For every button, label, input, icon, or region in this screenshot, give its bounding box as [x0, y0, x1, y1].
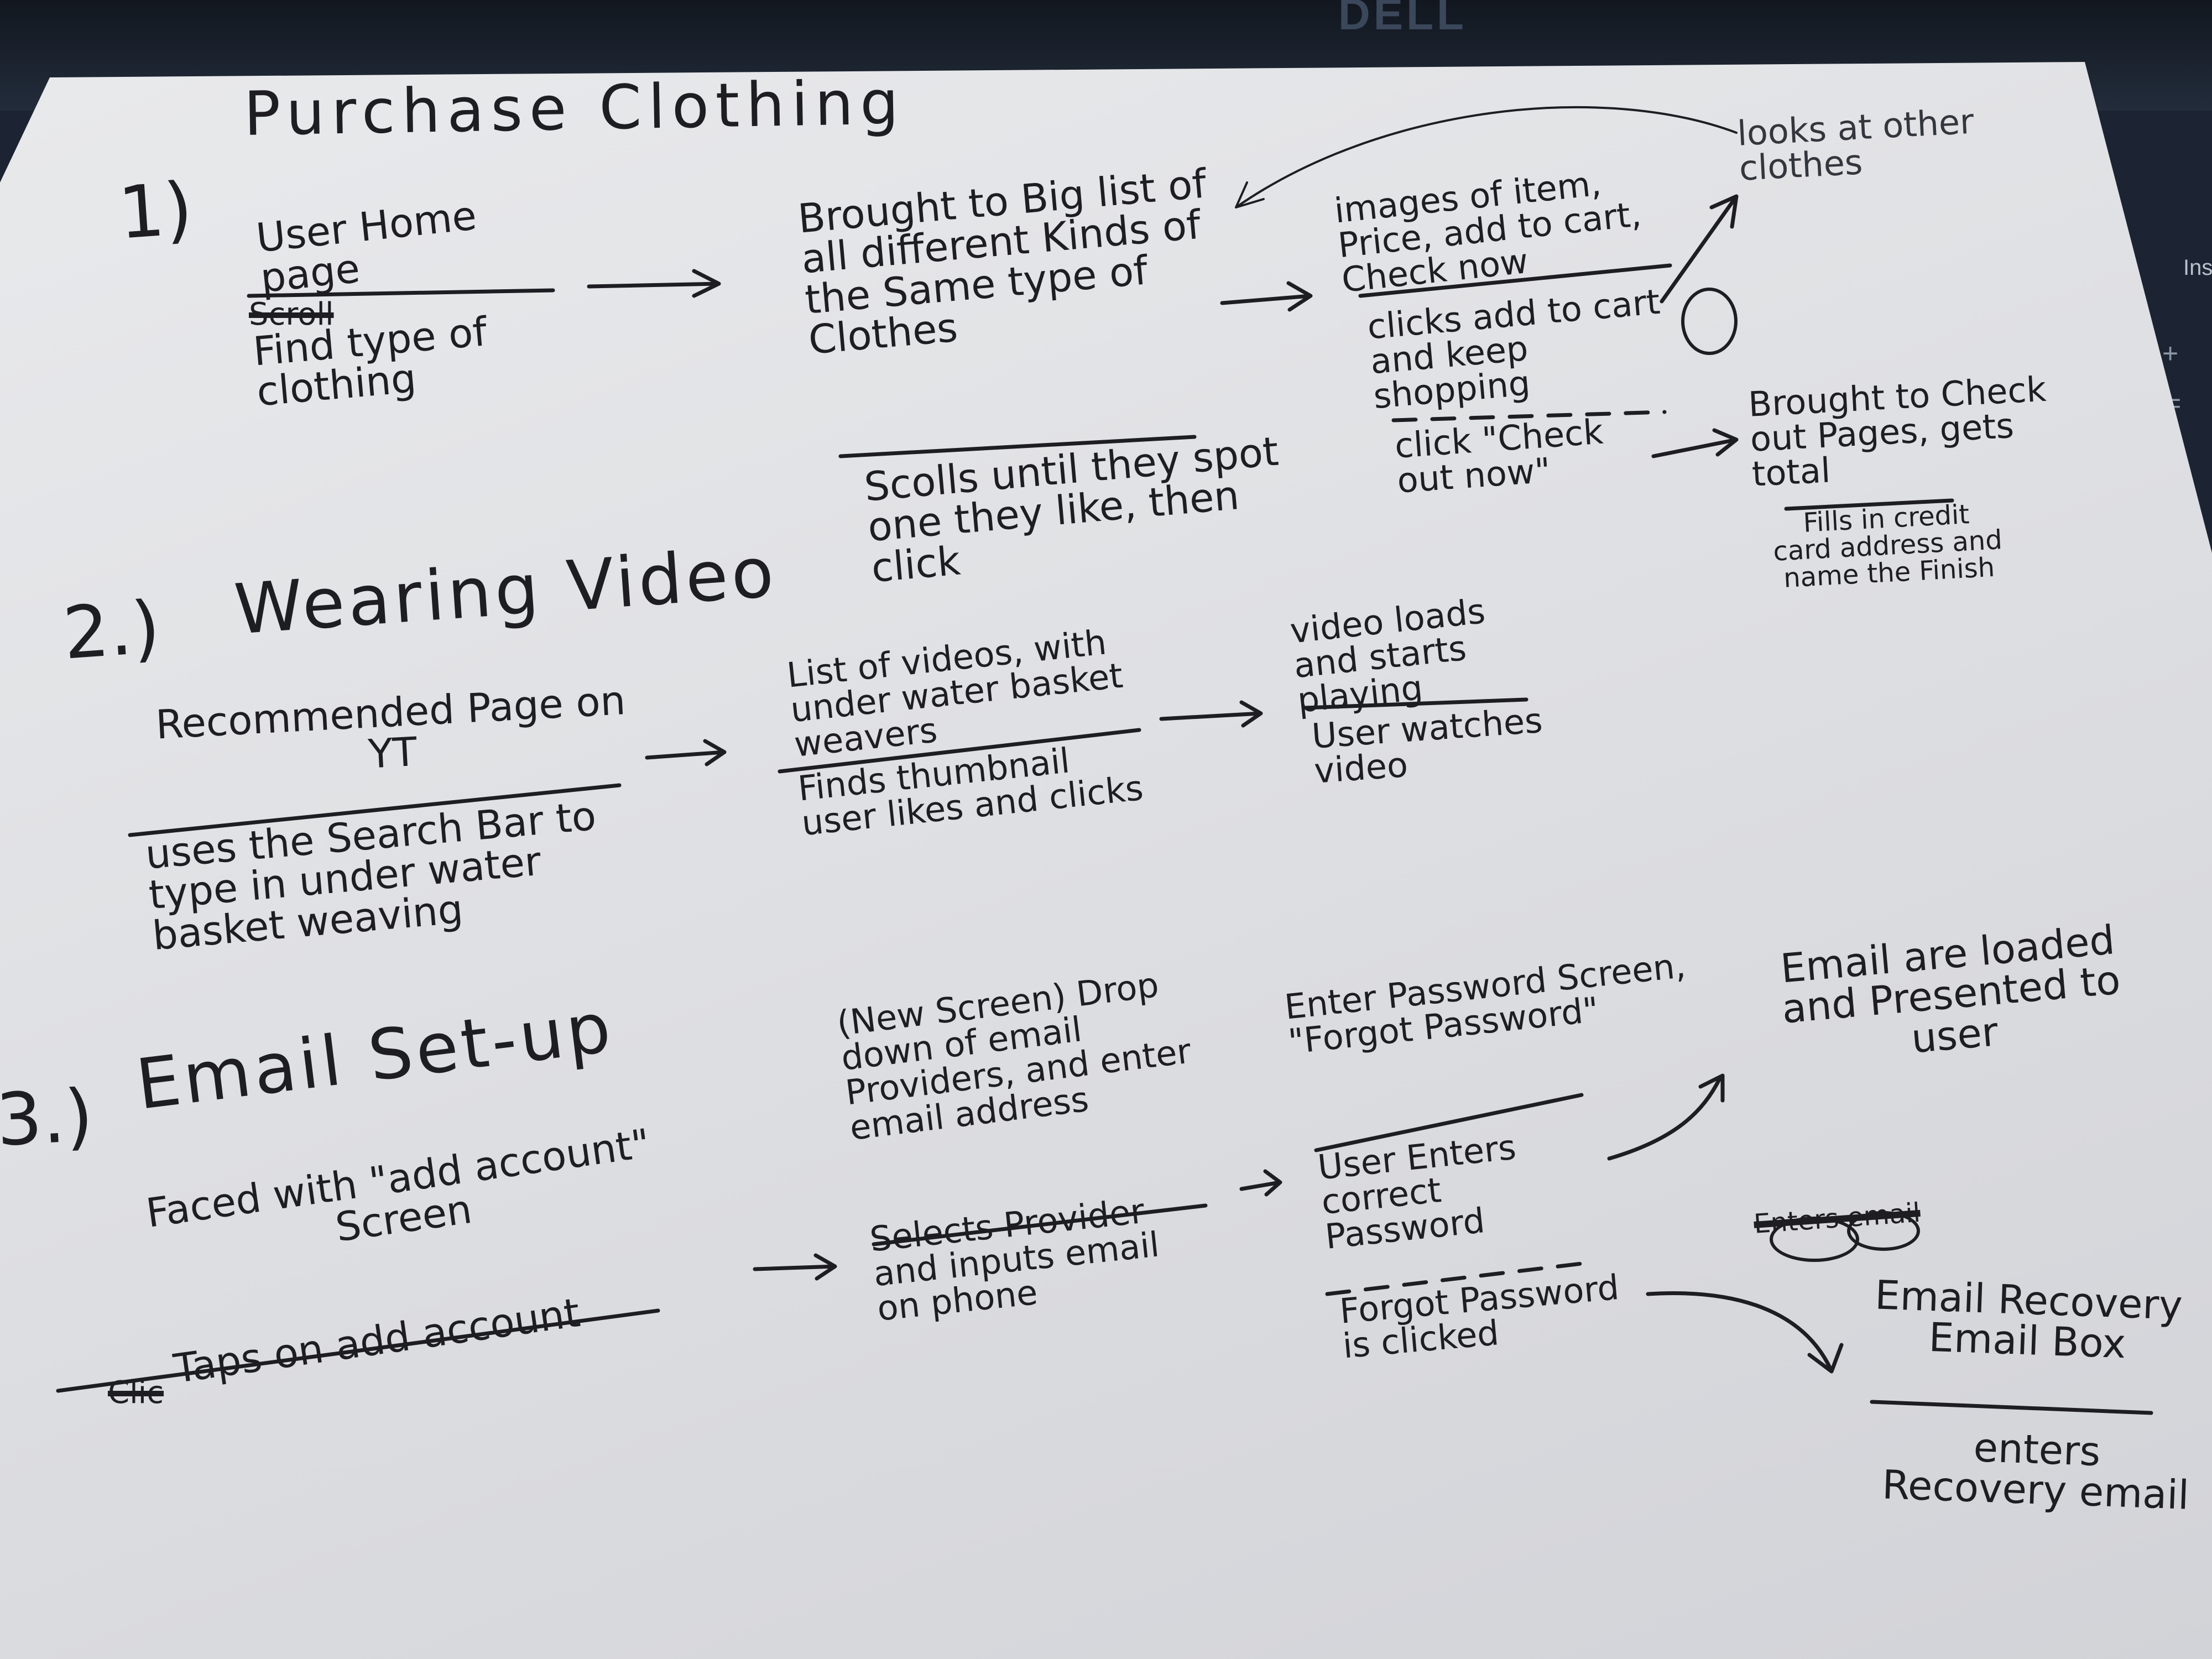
- scribble-mark: [1770, 1217, 1859, 1262]
- page-title: Purchase Clothing: [243, 67, 906, 149]
- laptop-brand-logo: DELL: [1338, 0, 1467, 39]
- flow-3-step-1-crossed-out: Clic: [108, 1375, 164, 1411]
- divider-line: [128, 783, 622, 837]
- flow-1-step-4-screen: Brought to Check out Pages, gets total: [1747, 368, 2048, 495]
- flow-1-annotation: looks at other clothes: [1736, 101, 1975, 189]
- flow-3-step-5-action: enters Recovery email: [1881, 1424, 2190, 1519]
- keyboard-key-ins: Ins: [2183, 255, 2212, 280]
- divider-line: [1314, 1093, 1584, 1152]
- flow-1-step-4-action: Fills in credit card address and name th…: [1772, 499, 2003, 594]
- divider-line: [1784, 498, 1954, 511]
- divider-line: [1303, 697, 1528, 710]
- flow-1-step-1-crossed-out: Scroll: [249, 296, 334, 332]
- arrow-right: [645, 739, 727, 766]
- arrow-right: [753, 1253, 837, 1281]
- divider-line: [778, 728, 1141, 774]
- arrow-diagonal-up: [1660, 194, 1739, 304]
- divider-line: [247, 288, 555, 298]
- flow-1-number: 1): [116, 166, 196, 255]
- divider-line: [838, 435, 1197, 458]
- keyboard-key-plus: +: [2162, 338, 2179, 369]
- arrow-right: [1239, 1169, 1282, 1197]
- arrow-right: [587, 269, 721, 298]
- dashed-divider-line: [1325, 1261, 1584, 1296]
- dashed-divider-line: [1391, 410, 1667, 422]
- divider-line: [56, 1308, 660, 1393]
- scribble-mark: [1847, 1211, 1920, 1251]
- arrow-curve-up: [1607, 1073, 1725, 1161]
- flow-3-step-5-screen: Email Recovery Email Box: [1874, 1271, 2184, 1368]
- arrow-right: [1159, 700, 1263, 728]
- scribble-mark: [1681, 288, 1738, 355]
- arrow-curve-down: [1646, 1291, 1844, 1374]
- divider-line: [1358, 263, 1672, 298]
- arrow-curve-back: [1235, 106, 1738, 208]
- divider-line: [1870, 1400, 2153, 1415]
- arrow-right: [1220, 281, 1313, 312]
- flow-2-number: 2.): [60, 585, 163, 676]
- arrow-right: [1651, 428, 1739, 458]
- divider-line: [872, 1203, 1208, 1246]
- flow-3-number: 3.): [0, 1073, 95, 1162]
